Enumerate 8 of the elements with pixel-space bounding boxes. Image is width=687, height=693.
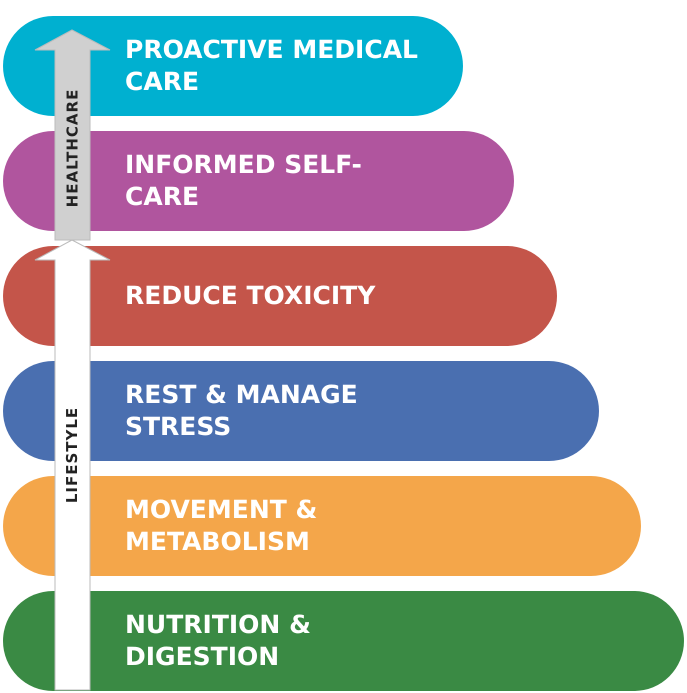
axis-label: LIFESTYLE — [63, 406, 82, 504]
tier-label: PROACTIVE MEDICAL CARE — [125, 34, 419, 98]
tier-label: NUTRITION & DIGESTION — [125, 609, 312, 673]
tier-label: REST & MANAGE STRESS — [125, 379, 359, 443]
tier-label: INFORMED SELF-CARE — [125, 149, 363, 213]
tier-label: MOVEMENT & METABOLISM — [125, 494, 318, 558]
axis-label: HEALTHCARE — [62, 88, 81, 208]
tier-label: REDUCE TOXICITY — [125, 280, 376, 312]
